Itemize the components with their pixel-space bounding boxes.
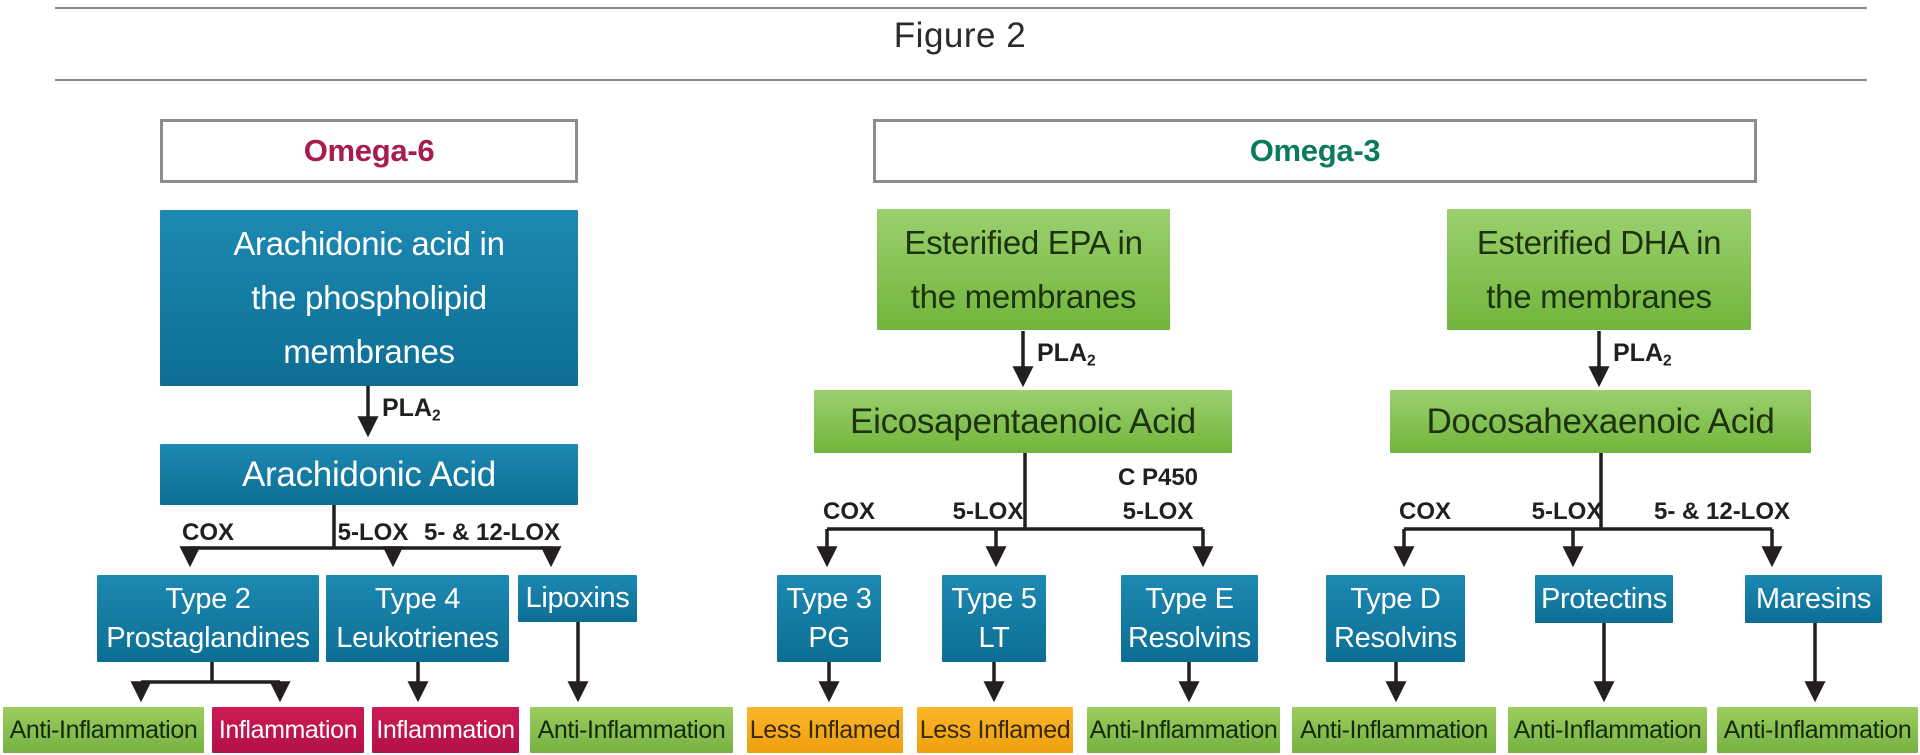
dha-acid-box: Docosahexaenoic Acid bbox=[1390, 390, 1811, 453]
outcome-less-inflamed-2: Less Inflamed bbox=[917, 707, 1073, 753]
outcome-inflammation-2: Inflammation bbox=[372, 707, 519, 753]
branch-label-cox-dha: COX bbox=[1398, 498, 1452, 525]
omega6-membrane-box: Arachidonic acid in the phospholipid mem… bbox=[160, 210, 578, 386]
pla2-label-omega6: PLA2 bbox=[382, 394, 441, 425]
omega6-acid-box: Arachidonic Acid bbox=[160, 444, 578, 505]
omega3-header-box: Omega-3 bbox=[873, 119, 1757, 183]
header-rule bbox=[55, 79, 1867, 81]
branch-label-5lox-omega6: 5-LOX bbox=[337, 519, 409, 546]
dha-membrane-box: Esterified DHA in the membranes bbox=[1447, 209, 1751, 330]
figure-title: Figure 2 bbox=[893, 16, 1027, 55]
pla2-label-dha: PLA2 bbox=[1613, 339, 1672, 370]
outcome-less-inflamed-1: Less Inflamed bbox=[747, 707, 903, 753]
omega6-membrane-line2: the phospholipid bbox=[251, 279, 487, 316]
outcome-anti-inflammation-5: Anti-Inflammation bbox=[1508, 707, 1707, 753]
branch-label-5lox-dha: 5-LOX bbox=[1531, 498, 1603, 525]
branch-label-5-12lox-dha: 5- & 12-LOX bbox=[1653, 498, 1791, 525]
omega6-product-lipoxins-box: Lipoxins bbox=[518, 575, 637, 622]
outcome-anti-inflammation-2: Anti-Inflammation bbox=[530, 707, 733, 753]
outcome-anti-inflammation-1: Anti-Inflammation bbox=[3, 707, 204, 753]
epa-acid-box: Eicosapentaenoic Acid bbox=[814, 390, 1232, 453]
branch-label-5-12lox-omega6: 5- & 12-LOX bbox=[423, 519, 561, 546]
epa-product-type5-lt-box: Type 5 LT bbox=[942, 575, 1046, 662]
omega6-membrane-line1: Arachidonic acid in bbox=[233, 225, 505, 262]
omega3-header-label: Omega-3 bbox=[1249, 133, 1381, 168]
branch-label-cox-epa: COX bbox=[822, 498, 876, 525]
omega6-product-prostaglandines-box: Type 2 Prostaglandines bbox=[97, 575, 319, 662]
omega6-header-label: Omega-6 bbox=[303, 133, 435, 168]
dha-product-protectins-box: Protectins bbox=[1535, 575, 1673, 623]
outcome-anti-inflammation-3: Anti-Inflammation bbox=[1087, 707, 1280, 753]
branch-label-cp450-5lox-epa: C P450 5-LOX bbox=[1117, 464, 1199, 525]
omega6-product-leukotrienes-box: Type 4 Leukotrienes bbox=[326, 575, 509, 662]
branch-label-5lox-epa: 5-LOX bbox=[952, 498, 1024, 525]
epa-product-type-e-resolvins-box: Type E Resolvins bbox=[1121, 575, 1258, 662]
epa-membrane-box: Esterified EPA in the membranes bbox=[877, 209, 1170, 330]
branch-label-cox-omega6: COX bbox=[181, 519, 235, 546]
omega6-membrane-line3: membranes bbox=[283, 333, 455, 370]
outcome-anti-inflammation-6: Anti-Inflammation bbox=[1717, 707, 1918, 753]
dha-product-type-d-resolvins-box: Type D Resolvins bbox=[1326, 575, 1465, 662]
top-rule bbox=[55, 7, 1867, 9]
dha-product-maresins-box: Maresins bbox=[1745, 575, 1882, 623]
outcome-anti-inflammation-4: Anti-Inflammation bbox=[1292, 707, 1496, 753]
pla2-label-epa: PLA2 bbox=[1037, 339, 1096, 370]
outcome-inflammation-1: Inflammation bbox=[212, 707, 364, 753]
omega6-header-box: Omega-6 bbox=[160, 119, 578, 183]
epa-product-type3-pg-box: Type 3 PG bbox=[777, 575, 881, 662]
